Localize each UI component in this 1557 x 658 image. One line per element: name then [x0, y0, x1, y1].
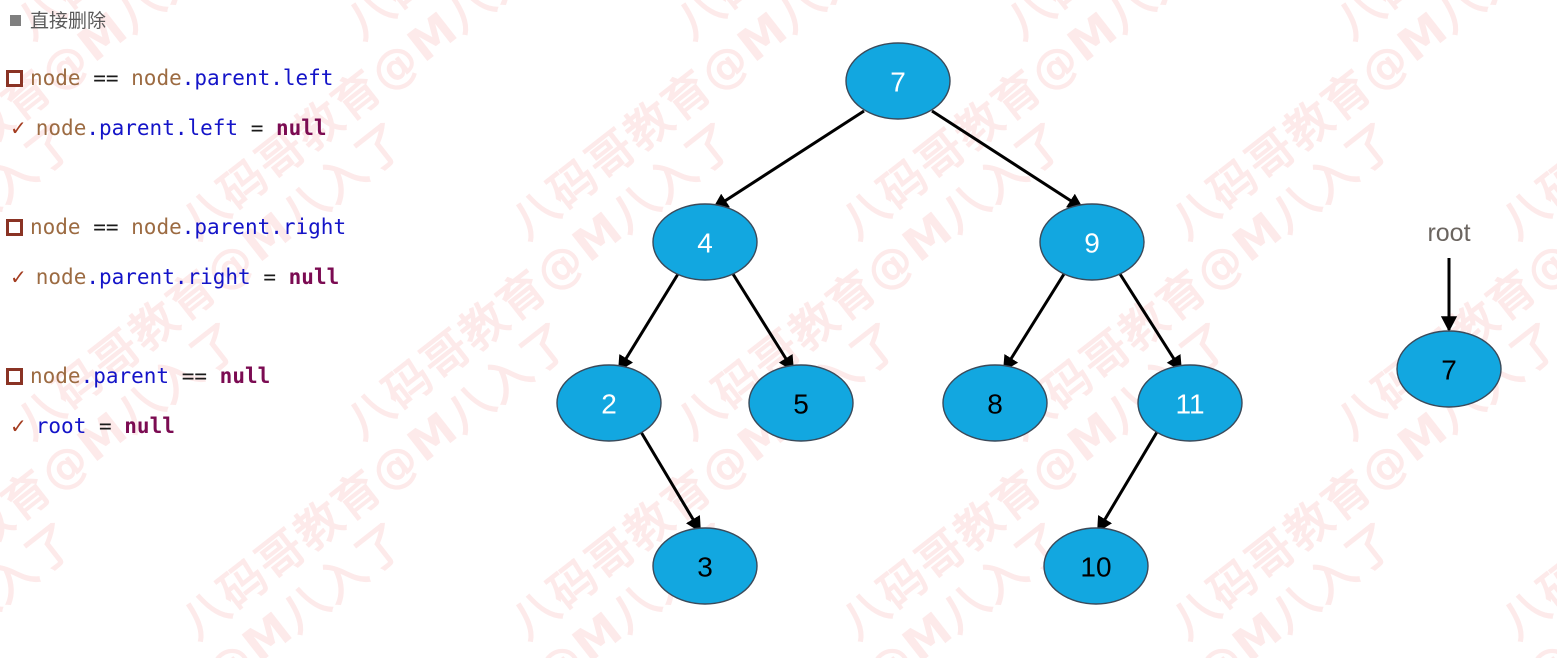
root-pointer-node[interactable]	[1396, 330, 1502, 408]
tree-edge-n4-n5	[731, 273, 795, 372]
root-pointer-group: root 7	[1396, 219, 1502, 408]
tree-node-3[interactable]	[652, 527, 758, 605]
code-token: node	[30, 364, 81, 388]
tree-edge-n9-n8	[1002, 273, 1066, 372]
condition-line-1: node == node.parent.left	[6, 68, 333, 89]
tree-edge-n7-n9	[931, 109, 1084, 210]
tree-edge-n4-n2	[617, 273, 680, 372]
code-token: root	[35, 414, 87, 438]
tree-node-9[interactable]	[1039, 203, 1145, 281]
filled-square-bullet-icon	[10, 15, 21, 26]
tree-nodes-group: 7 4 9 2 5 8 11 3 10	[556, 42, 1243, 605]
tree-node-2[interactable]	[556, 364, 662, 442]
code-token: node	[35, 265, 87, 289]
tree-node-label-5: 5	[793, 389, 809, 420]
tree-node-8[interactable]	[942, 364, 1048, 442]
code-token: node	[131, 215, 182, 239]
tree-node-label-8: 8	[987, 389, 1003, 420]
tree-node-4[interactable]	[652, 203, 758, 281]
code-token: null	[276, 116, 327, 140]
code-token: ==	[80, 66, 132, 90]
check-bullet-icon-3: ✓	[10, 414, 27, 438]
tree-node-label-2: 2	[601, 389, 617, 420]
code-token: ==	[80, 215, 132, 239]
tree-node-11[interactable]	[1137, 364, 1243, 442]
hollow-square-bullet-icon-2	[6, 218, 23, 236]
tree-node-label-10: 10	[1080, 552, 1111, 583]
result-line-3: ✓ root = null	[10, 416, 175, 437]
code-token: null	[124, 414, 175, 438]
code-token: .parent	[80, 364, 170, 388]
tree-node-label-7: 7	[890, 67, 906, 98]
code-token: node	[30, 66, 81, 90]
code-token: .parent.left	[86, 116, 239, 140]
code-token: =	[238, 116, 276, 140]
code-token: =	[250, 265, 289, 289]
tree-edge-n7-n4	[712, 109, 865, 210]
tree-node-5[interactable]	[748, 364, 854, 442]
hollow-square-bullet-icon-3	[6, 367, 23, 385]
result-line-2: ✓ node.parent.right = null	[10, 267, 339, 288]
tree-node-7[interactable]	[845, 42, 951, 120]
tree-edges-group	[617, 109, 1183, 533]
tree-edge-n2-n3	[639, 431, 702, 533]
code-token: node	[131, 66, 182, 90]
check-bullet-icon-1: ✓	[10, 116, 27, 140]
root-pointer-label: root	[1427, 219, 1470, 247]
root-pointer-node-label: 7	[1441, 355, 1457, 386]
check-bullet-icon-2: ✓	[10, 265, 27, 289]
code-token: ==	[169, 364, 220, 388]
code-token: node	[30, 215, 81, 239]
code-token: .parent.right	[181, 215, 347, 239]
code-token: .parent.right	[86, 265, 251, 289]
condition-line-2: node == node.parent.right	[6, 217, 346, 238]
section-heading-label: 直接删除	[30, 10, 107, 32]
code-token: node	[35, 116, 87, 140]
section-heading: 直接删除	[10, 12, 106, 31]
tree-node-label-4: 4	[697, 228, 713, 259]
code-token: =	[86, 414, 125, 438]
code-token: .parent.left	[181, 66, 334, 90]
hollow-square-bullet-icon-1	[6, 69, 23, 87]
tree-node-label-9: 9	[1084, 228, 1100, 259]
tree-edge-n11-n10	[1096, 431, 1159, 533]
condition-line-3: node.parent == null	[6, 366, 270, 387]
code-token: null	[288, 265, 340, 289]
tree-node-label-3: 3	[697, 552, 713, 583]
text-column: 直接删除 node == node.parent.left ✓node.pare…	[0, 0, 500, 658]
code-token: null	[219, 364, 271, 388]
tree-node-10[interactable]	[1043, 527, 1149, 605]
tree-edge-n9-n11	[1118, 273, 1183, 372]
result-line-1: ✓ node.parent.left = null	[10, 118, 327, 139]
tree-node-label-11: 11	[1175, 389, 1204, 420]
